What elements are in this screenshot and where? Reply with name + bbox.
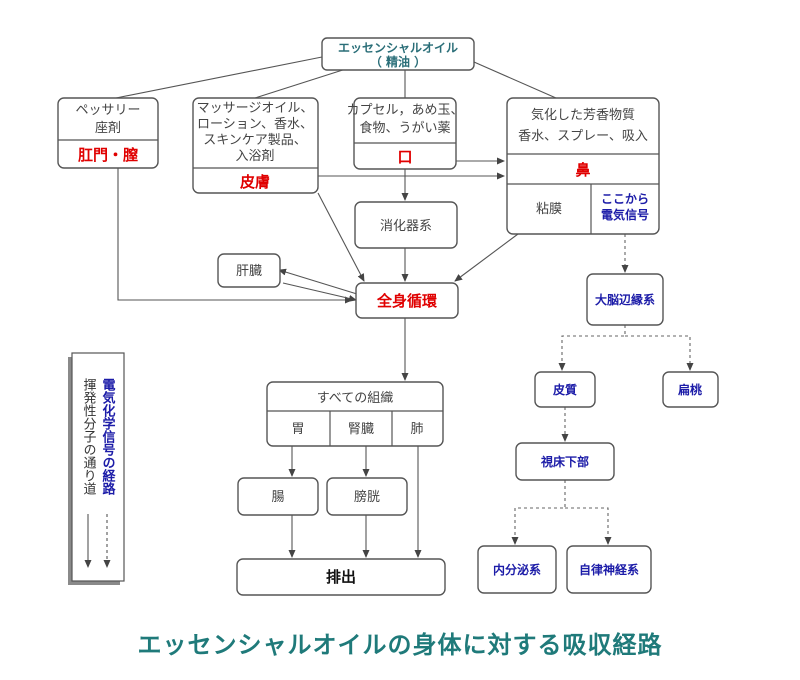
electric-signal-label: 電気信号 [601, 207, 649, 222]
mouth-text-1: カプセル，あめ玉、 [346, 103, 463, 118]
mucosa-label: 粘膜 [536, 202, 562, 217]
legend-signal-label: 電気化学信号の経路 [100, 378, 116, 495]
tissues-label: すべての組織 [317, 391, 394, 406]
legend: 電気化学信号の経路 揮発性分子の通り道 [68, 352, 125, 585]
intestine-node: 腸 [237, 477, 319, 516]
hypothalamus-label: 視床下部 [540, 454, 589, 469]
nose-text-1: 気化した芳香物質 [531, 107, 635, 123]
connectors [115, 56, 694, 558]
skin-text-1: マッサージオイル、 [197, 101, 314, 116]
bladder-node: 膀胱 [326, 477, 408, 516]
legend-volatile-label: 揮発性分子の通り道 [81, 378, 97, 495]
mouth-text-2: 食物、うがい薬 [359, 120, 450, 136]
limbic-label: 大脳辺縁系 [595, 292, 655, 307]
essential-oil-sublabel: （ 精油 ） [370, 54, 426, 69]
skin-route-node: マッサージオイル、 ローション、香水、 スキンケア製品、 入浴剤 皮膚 [192, 97, 319, 194]
stomach-label: 胃 [291, 422, 304, 437]
autonomic-label: 自律神経系 [579, 562, 639, 577]
circulation-node: 全身循環 [355, 282, 459, 319]
autonomic-node: 自律神経系 [566, 545, 652, 594]
tissues-node: すべての組織 胃 腎臓 肺 [266, 381, 444, 447]
liver-node: 肝臓 [217, 253, 281, 288]
endocrine-label: 内分泌系 [493, 562, 541, 577]
endocrine-node: 内分泌系 [477, 545, 557, 594]
anus-label: 肛門・膣 [78, 146, 138, 164]
skin-text-2: ローション、香水、 [197, 117, 313, 132]
lung-label: 肺 [410, 422, 423, 437]
amygdala-label: 扁桃 [678, 382, 702, 397]
excretion-node: 排出 [236, 558, 446, 596]
diagram-title: エッセンシャルオイルの身体に対する吸収経路 [137, 630, 663, 659]
kidney-label: 腎臓 [348, 422, 374, 437]
anus-route-node: ペッサリー 座剤 肛門・膣 [57, 97, 159, 169]
limbic-node: 大脳辺縁系 [586, 273, 664, 326]
suppository-text: 座剤 [95, 120, 121, 136]
nose-route-node: 気化した芳香物質 香水、スプレー、吸入 鼻 粘膜 ここから 電気信号 [506, 97, 660, 235]
liver-label: 肝臓 [236, 264, 262, 279]
essential-oil-node: エッセンシャルオイル （ 精油 ） [321, 37, 475, 71]
nose-label: 鼻 [575, 161, 590, 179]
digestive-node: 消化器系 [354, 201, 458, 249]
nose-text-2: 香水、スプレー、吸入 [518, 129, 648, 144]
bladder-label: 膀胱 [354, 489, 380, 505]
cortex-node: 皮質 [534, 371, 596, 408]
pessary-text: ペッサリー [75, 103, 140, 118]
skin-text-4: 入浴剤 [235, 148, 274, 164]
digestive-label: 消化器系 [380, 219, 432, 234]
intestine-label: 腸 [271, 490, 284, 505]
amygdala-node: 扁桃 [662, 371, 719, 408]
mouth-route-node: カプセル，あめ玉、 食物、うがい薬 口 [346, 97, 464, 170]
essential-oil-label: エッセンシャルオイル [338, 41, 458, 55]
excretion-label: 排出 [326, 568, 356, 586]
cortex-label: 皮質 [552, 382, 577, 397]
circulation-label: 全身循環 [376, 292, 438, 310]
skin-text-3: スキンケア製品、 [203, 133, 307, 148]
hypothalamus-node: 視床下部 [515, 442, 615, 481]
mouth-label: 口 [397, 148, 412, 166]
signal-start-label: ここから [601, 192, 649, 206]
skin-label: 皮膚 [240, 173, 270, 191]
